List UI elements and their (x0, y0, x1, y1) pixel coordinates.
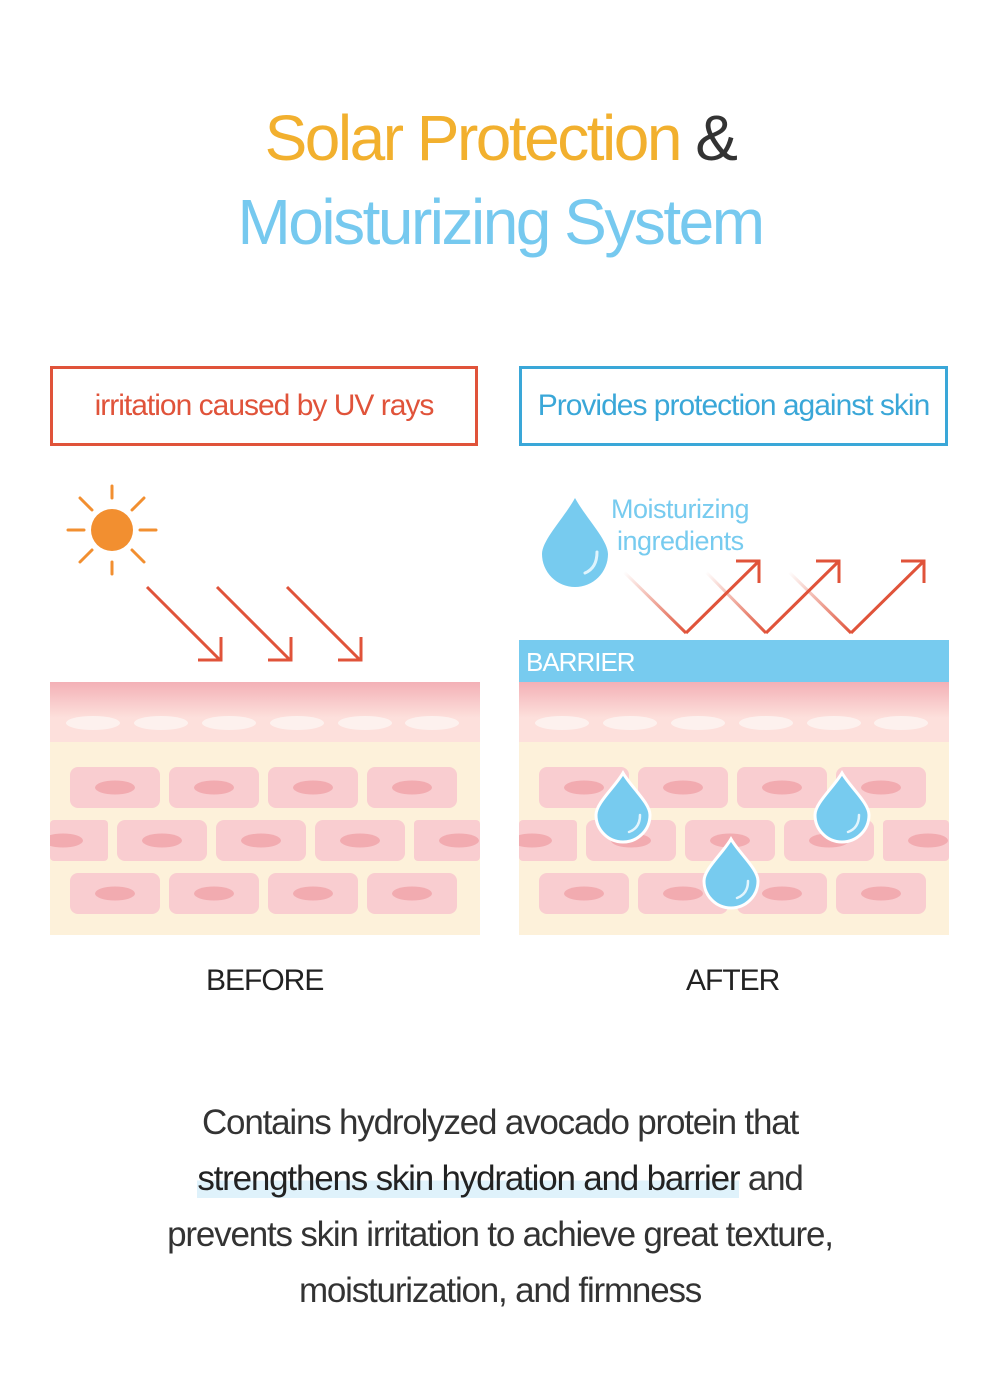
description: Contains hydrolyzed avocado protein that… (0, 1095, 1000, 1319)
drop-label-line-2: ingredients (617, 526, 744, 556)
skin-cell (268, 873, 358, 914)
title-solar: Solar Protection (264, 102, 683, 174)
skin-cell (638, 767, 728, 808)
drop-label-line-1: Moisturizing (611, 494, 749, 524)
uv-arrow-icon (285, 585, 363, 662)
barrier-label: BARRIER (526, 647, 635, 677)
description-line-4: moisturization, and firmness (298, 1271, 702, 1310)
uv-arrow-icon (215, 585, 293, 662)
skin-cell (737, 873, 827, 914)
skin-cell (737, 767, 827, 808)
water-drop-icon (702, 835, 760, 910)
reflected-arrow-icon (704, 559, 841, 635)
skin-cell (268, 767, 358, 808)
sun-icon (66, 484, 158, 576)
description-line-1: Contains hydrolyzed avocado protein that (201, 1103, 799, 1142)
before-label-box: irritation caused by UV rays (50, 366, 478, 446)
skin-cell (519, 820, 577, 861)
after-illustration: Moisturizing ingredients BARRIER (519, 494, 949, 935)
after-label: Provides protection against skin (537, 389, 931, 422)
skin-cell (836, 873, 926, 914)
barrier-band (519, 640, 949, 682)
before-label: irritation caused by UV rays (94, 389, 435, 422)
after-caption: AFTER (686, 964, 780, 997)
skin-layer (50, 682, 480, 935)
skin-cell (169, 767, 259, 808)
skin-cell (169, 873, 259, 914)
skin-cell (883, 820, 949, 861)
skin-cell (70, 767, 160, 808)
skin-cell (367, 767, 457, 808)
skin-cell (414, 820, 480, 861)
water-drop-icon (542, 498, 608, 587)
reflected-arrow-icon (787, 559, 926, 635)
skin-cell (367, 873, 457, 914)
skin-cell (539, 873, 629, 914)
reflected-arrow-icon (622, 559, 761, 635)
water-drop-icon (813, 769, 871, 844)
before-caption: BEFORE (206, 964, 324, 997)
description-line-2-rest: and (739, 1159, 804, 1198)
skin-cell (315, 820, 405, 861)
after-label-box: Provides protection against skin (519, 366, 948, 446)
description-highlight: strengthens skin hydration and barrier (197, 1159, 741, 1198)
uv-arrow-icon (145, 585, 223, 662)
description-line-2: strengthens skin hydration and barrier a… (0, 1151, 1000, 1207)
skin-cell (70, 873, 160, 914)
title-ampersand: & (695, 102, 738, 174)
description-line-3: prevents skin irritation to achieve grea… (167, 1215, 834, 1254)
skin-cell (216, 820, 306, 861)
water-drop-icon (594, 769, 652, 844)
skin-cell (117, 820, 207, 861)
title-line-1: Solar Protection & (0, 106, 1000, 170)
title-line-2: Moisturizing System (237, 186, 765, 258)
skin-cell (50, 820, 108, 861)
before-illustration (50, 484, 480, 935)
